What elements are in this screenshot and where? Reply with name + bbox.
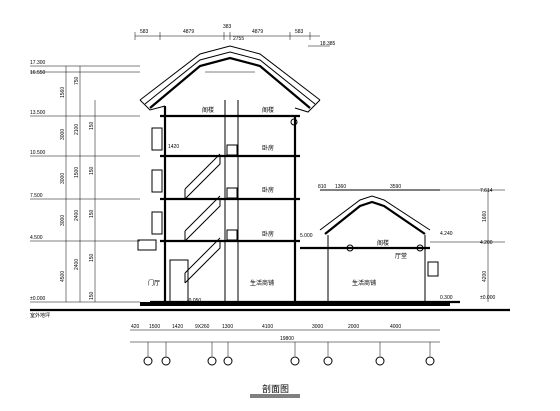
annex-dim-2: 1360 xyxy=(335,184,346,190)
room-label-bedroom-2: 卧房 xyxy=(262,186,274,194)
drawing-title: 剖面图 xyxy=(262,383,289,394)
ridge-level-label: 18.385 xyxy=(320,41,336,47)
axis-bubble-6 xyxy=(323,356,333,366)
room-label-attic-right: 阁楼 xyxy=(262,106,274,114)
bottom-dim-4: 9X260 xyxy=(195,324,210,330)
room-label-bedroom-1: 卧房 xyxy=(262,230,274,238)
axis-bubble-7 xyxy=(375,356,385,366)
top-dim-4: 4879 xyxy=(252,29,263,35)
staircase xyxy=(184,153,221,284)
ground-line xyxy=(30,302,510,312)
level-10500: 10.500 xyxy=(30,150,46,156)
ridge-small-dim: 2755 xyxy=(233,36,244,42)
right-annex: 阁楼 厅堂 生活商铺 810 1360 3590 7.614 4.200 4.2… xyxy=(300,184,505,302)
left-levels: 17.300 16.550 13.500 10.500 7.500 4.500 … xyxy=(30,60,140,319)
axis-bubble-4 xyxy=(223,356,233,366)
left-dim-13: 150 xyxy=(89,209,95,218)
left-dim-4: 3000 xyxy=(60,215,66,226)
top-dim-5: 583 xyxy=(295,29,304,35)
room-label-vestibule: 门厅 xyxy=(148,279,160,287)
left-dim-15: 150 xyxy=(89,291,95,300)
left-dim-3: 3000 xyxy=(60,173,66,184)
level-17300: 17.300 xyxy=(30,60,46,66)
left-dim-9: 2400 xyxy=(74,210,80,221)
right-dim-1: 1660 xyxy=(482,211,488,222)
bottom-total: 19800 xyxy=(280,336,294,342)
room-label-attic-left: 阁楼 xyxy=(202,106,214,114)
level-4200: 4.200 xyxy=(480,240,493,246)
axis-bubble-2 xyxy=(161,356,171,366)
annex-dim-1: 810 xyxy=(318,184,327,190)
left-dim-14: 150 xyxy=(89,253,95,262)
annex-dim-3: 3590 xyxy=(390,184,401,190)
level-7614: 7.614 xyxy=(480,188,493,194)
left-dim-10: 2400 xyxy=(74,259,80,270)
bottom-dim-2: 1500 xyxy=(149,324,160,330)
left-dim-6: 750 xyxy=(74,76,80,85)
left-dim-11: 150 xyxy=(89,121,95,130)
outdoor-level: 室外地坪 xyxy=(30,312,50,319)
bottom-dim-5: 1300 xyxy=(222,324,233,330)
room-label-bedroom-3: 卧房 xyxy=(262,144,274,152)
level-7500: 7.500 xyxy=(30,193,43,199)
left-dim-8: 1500 xyxy=(74,167,80,178)
bottom-dim-7: 3000 xyxy=(312,324,323,330)
bottom-dimension-chain: 420 1500 1420 9X260 1300 4100 3000 2000 … xyxy=(130,324,440,366)
level-4240: 4.240 xyxy=(440,231,453,237)
top-dim-3: 383 xyxy=(223,24,232,30)
room-label-annex-hall: 厅堂 xyxy=(395,252,407,260)
left-dim-1: 1560 xyxy=(60,87,66,98)
level-16550: 16.550 xyxy=(30,70,46,76)
bottom-dim-3: 1420 xyxy=(172,324,183,330)
left-dim-12: 150 xyxy=(89,166,95,175)
axis-bubble-3 xyxy=(207,356,217,366)
level-13500: 13.500 xyxy=(30,110,46,116)
level-4500: 4.500 xyxy=(30,235,43,241)
right-dim-2: 4200 xyxy=(482,271,488,282)
bottom-dim-9: 4000 xyxy=(390,324,401,330)
stair-dim-bottom: -0.050 xyxy=(187,298,201,304)
axis-bubble-8 xyxy=(425,356,435,366)
room-label-annex-attic: 阁楼 xyxy=(377,239,389,247)
level-mid-5000: 5.000 xyxy=(300,233,313,239)
axis-bubble-5 xyxy=(290,356,300,366)
axis-bubble-1 xyxy=(143,356,153,366)
top-dim-2: 4879 xyxy=(183,29,194,35)
bottom-dim-8: 2000 xyxy=(348,324,359,330)
left-dim-7: 2100 xyxy=(74,124,80,135)
main-building: 阁楼 阁楼 卧房 卧房 卧房 生活商铺 门厅 1420 -0.050 5.000 xyxy=(137,45,460,304)
left-dim-2: 3000 xyxy=(60,129,66,140)
room-label-shop-left: 生活商铺 xyxy=(250,279,274,287)
bottom-dim-6: 4100 xyxy=(262,324,273,330)
top-dimension-chain: 583 4879 383 4879 583 18.385 2755 xyxy=(134,24,336,47)
level-0000: ±0.000 xyxy=(30,296,45,302)
level-0300: 0.300 xyxy=(440,295,453,301)
left-dim-5: 4500 xyxy=(60,271,66,282)
room-label-shop-right: 生活商铺 xyxy=(352,279,376,287)
level-0000-right: ±0.000 xyxy=(480,295,495,301)
bottom-dim-1: 420 xyxy=(131,324,140,330)
stair-dim-top: 1420 xyxy=(168,144,179,150)
top-dim-1: 583 xyxy=(140,29,149,35)
